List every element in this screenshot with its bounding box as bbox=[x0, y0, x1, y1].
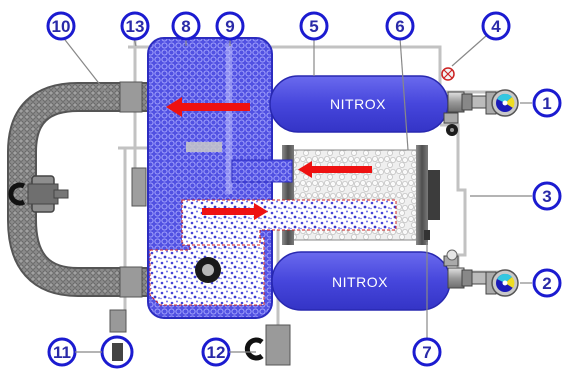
svg-text:11: 11 bbox=[53, 343, 71, 362]
callout-10: 10 bbox=[46, 11, 76, 41]
callout-12: 12 bbox=[201, 337, 256, 367]
valve-upper bbox=[443, 91, 493, 136]
svg-text:4: 4 bbox=[491, 17, 501, 36]
callout-13: 13 bbox=[120, 11, 150, 41]
inhale-connector bbox=[131, 167, 147, 207]
sensor-display-icon bbox=[100, 309, 134, 369]
inner-tube bbox=[226, 44, 232, 194]
callout-2: 2 bbox=[532, 268, 562, 298]
svg-text:2: 2 bbox=[542, 274, 551, 293]
leader-lines bbox=[61, 35, 532, 340]
callout-11: 11 bbox=[47, 337, 102, 367]
svg-text:7: 7 bbox=[422, 343, 431, 362]
svg-text:6: 6 bbox=[395, 17, 404, 36]
callout-4: 4 bbox=[481, 11, 511, 41]
tank-lower: NITROX bbox=[271, 251, 451, 311]
callout-7: 7 bbox=[412, 337, 442, 367]
tank-upper: NITROX bbox=[269, 75, 449, 133]
svg-text:13: 13 bbox=[126, 17, 145, 36]
flow-arrows bbox=[166, 97, 372, 220]
svg-text:10: 10 bbox=[52, 17, 71, 36]
mouthpiece-clip-icon bbox=[8, 175, 69, 213]
valve-lower bbox=[443, 249, 493, 289]
tank-lower-label: NITROX bbox=[332, 274, 388, 290]
pressure-gauge-lower-icon bbox=[485, 269, 519, 297]
arrow-left-top bbox=[166, 97, 250, 117]
svg-text:9: 9 bbox=[225, 17, 234, 36]
svg-text:5: 5 bbox=[309, 17, 318, 36]
arrow-right-lower bbox=[202, 203, 268, 220]
callout-8: 8 bbox=[171, 11, 201, 41]
callout-1: 1 bbox=[532, 88, 562, 118]
callout-9: 9 bbox=[215, 11, 245, 41]
pressure-gauge-upper-icon bbox=[485, 89, 519, 117]
clip-12-icon bbox=[244, 324, 291, 366]
oxygen-valve-icon bbox=[441, 67, 455, 81]
svg-text:3: 3 bbox=[542, 187, 551, 206]
callout-6: 6 bbox=[385, 11, 415, 41]
svg-text:8: 8 bbox=[181, 17, 190, 36]
svg-text:12: 12 bbox=[207, 343, 226, 362]
svg-text:1: 1 bbox=[542, 94, 551, 113]
arrow-left-middle bbox=[298, 161, 372, 178]
callout-5: 5 bbox=[299, 11, 329, 41]
callout-3: 3 bbox=[532, 181, 562, 211]
tank-upper-label: NITROX bbox=[330, 96, 386, 112]
